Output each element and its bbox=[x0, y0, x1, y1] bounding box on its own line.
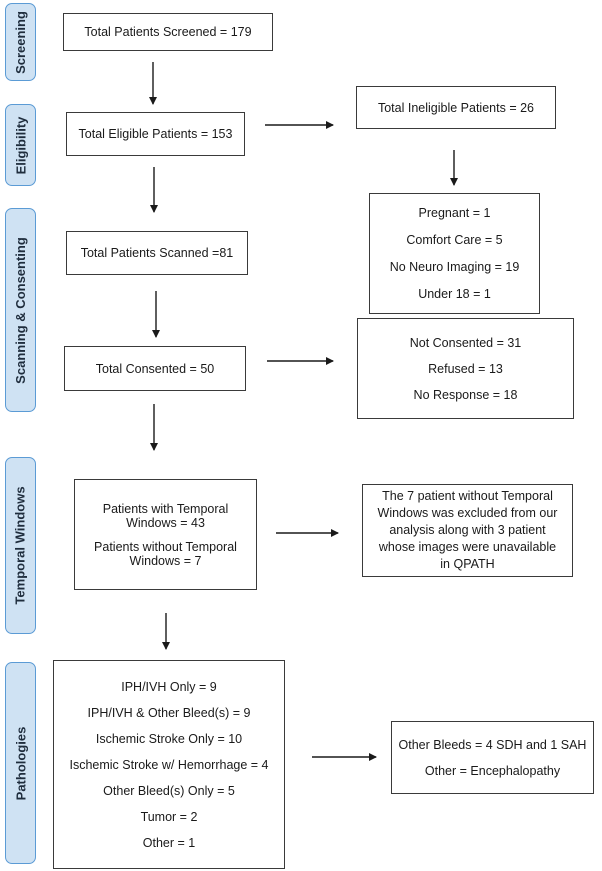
stage-tab-eligibility: Eligibility bbox=[5, 104, 36, 186]
scanned-text: Total Patients Scanned =81 bbox=[80, 246, 234, 260]
stage-label-scanning-consenting: Scanning & Consenting bbox=[13, 236, 28, 384]
box-scanned: Total Patients Scanned =81 bbox=[66, 231, 248, 275]
box-eligible: Total Eligible Patients = 153 bbox=[66, 112, 245, 156]
refused: Refused = 13 bbox=[428, 361, 503, 376]
box-not-consented: Not Consented = 31 Refused = 13 No Respo… bbox=[357, 318, 574, 419]
stage-label-temporal-windows: Temporal Windows bbox=[13, 486, 28, 605]
box-pathologies: IPH/IVH Only = 9 IPH/IVH & Other Bleed(s… bbox=[53, 660, 285, 869]
not-consented-total: Not Consented = 31 bbox=[409, 335, 522, 350]
reason-comfort-care: Comfort Care = 5 bbox=[406, 233, 503, 247]
eligible-text: Total Eligible Patients = 153 bbox=[78, 127, 233, 141]
excluded-note-text: The 7 patient without Temporal Windows w… bbox=[377, 489, 558, 571]
other-encephalopathy: Other = Encephalopathy bbox=[424, 763, 561, 778]
reason-no-neuro-imaging: No Neuro Imaging = 19 bbox=[389, 260, 520, 274]
box-ineligible-reasons: Pregnant = 1 Comfort Care = 5 No Neuro I… bbox=[369, 193, 540, 314]
pathology-ischemic-stroke-only: Ischemic Stroke Only = 10 bbox=[95, 731, 243, 746]
pathology-other: Other = 1 bbox=[142, 835, 196, 850]
pathology-other-bleeds-only: Other Bleed(s) Only = 5 bbox=[103, 783, 235, 798]
temporal-with: Patients with Temporal Windows = 43 bbox=[102, 501, 229, 530]
ineligible-text: Total Ineligible Patients = 26 bbox=[377, 100, 534, 115]
reason-pregnant: Pregnant = 1 bbox=[418, 206, 491, 220]
stage-label-screening: Screening bbox=[13, 10, 29, 74]
stage-label-eligibility: Eligibility bbox=[13, 116, 29, 174]
reason-under-18: Under 18 = 1 bbox=[418, 287, 491, 301]
screened-text: Total Patients Screened = 179 bbox=[84, 25, 252, 39]
pathology-tumor: Tumor = 2 bbox=[140, 809, 198, 824]
box-ineligible: Total Ineligible Patients = 26 bbox=[356, 86, 556, 129]
box-temporal-windows: Patients with Temporal Windows = 43 Pati… bbox=[74, 479, 257, 590]
box-other-details: Other Bleeds = 4 SDH and 1 SAH Other = E… bbox=[391, 721, 594, 794]
no-response: No Response = 18 bbox=[413, 387, 518, 402]
stage-tab-scanning-consenting: Scanning & Consenting bbox=[5, 208, 36, 412]
box-excluded-note: The 7 patient without Temporal Windows w… bbox=[362, 484, 573, 577]
other-bleeds-detail: Other Bleeds = 4 SDH and 1 SAH bbox=[398, 737, 587, 752]
box-screened: Total Patients Screened = 179 bbox=[63, 13, 273, 51]
stage-tab-temporal-windows: Temporal Windows bbox=[5, 457, 36, 634]
temporal-without: Patients without Temporal Windows = 7 bbox=[94, 539, 237, 568]
pathology-ischemic-stroke-hemorrhage: Ischemic Stroke w/ Hemorrhage = 4 bbox=[69, 757, 269, 772]
consented-text: Total Consented = 50 bbox=[95, 361, 215, 376]
box-consented: Total Consented = 50 bbox=[64, 346, 246, 391]
pathology-iph-ivh-only: IPH/IVH Only = 9 bbox=[121, 679, 217, 694]
stage-tab-screening: Screening bbox=[5, 3, 36, 81]
stage-tab-pathologies: Pathologies bbox=[5, 662, 36, 864]
stage-label-pathologies: Pathologies bbox=[13, 726, 28, 800]
pathology-iph-ivh-other-bleeds: IPH/IVH & Other Bleed(s) = 9 bbox=[87, 705, 251, 720]
